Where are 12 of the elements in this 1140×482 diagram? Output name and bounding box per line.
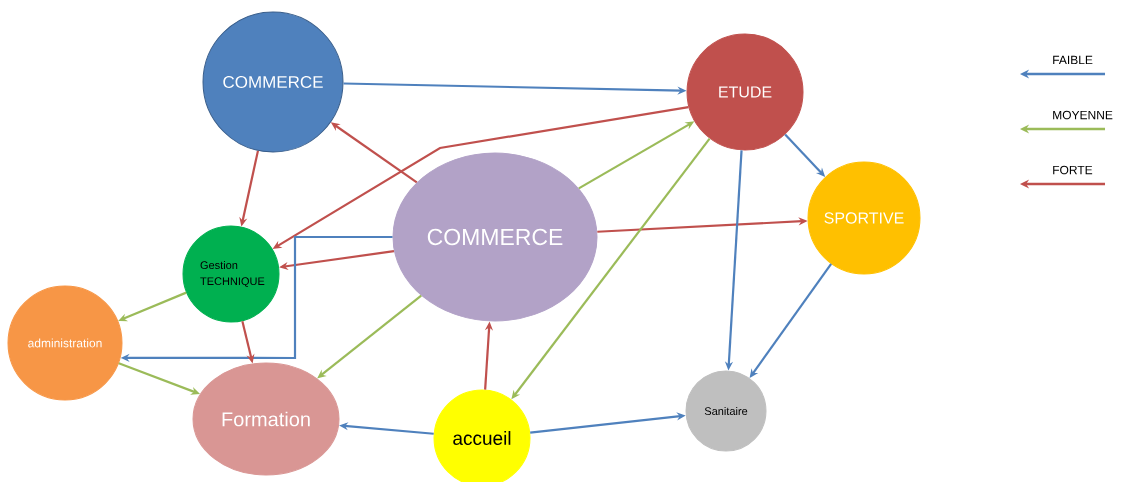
- circle-node: administration: [7, 285, 123, 401]
- circle-node: accueil: [433, 389, 531, 482]
- circle-node: COMMERCE: [202, 11, 344, 153]
- ellipse-node: COMMERCE: [392, 152, 598, 322]
- legend-label: FAIBLE: [1053, 55, 1093, 65]
- legend-label: MOYENNE: [1053, 110, 1113, 120]
- circle-node: Gestion TECHNIQUE: [182, 225, 280, 323]
- circle-node: Sanitaire: [685, 370, 767, 452]
- circle-node: SPORTIVE: [807, 161, 921, 275]
- ellipse-node: Formation: [192, 362, 340, 476]
- circle-node: ETUDE: [686, 33, 804, 151]
- legend-label: FORTE: [1053, 165, 1093, 175]
